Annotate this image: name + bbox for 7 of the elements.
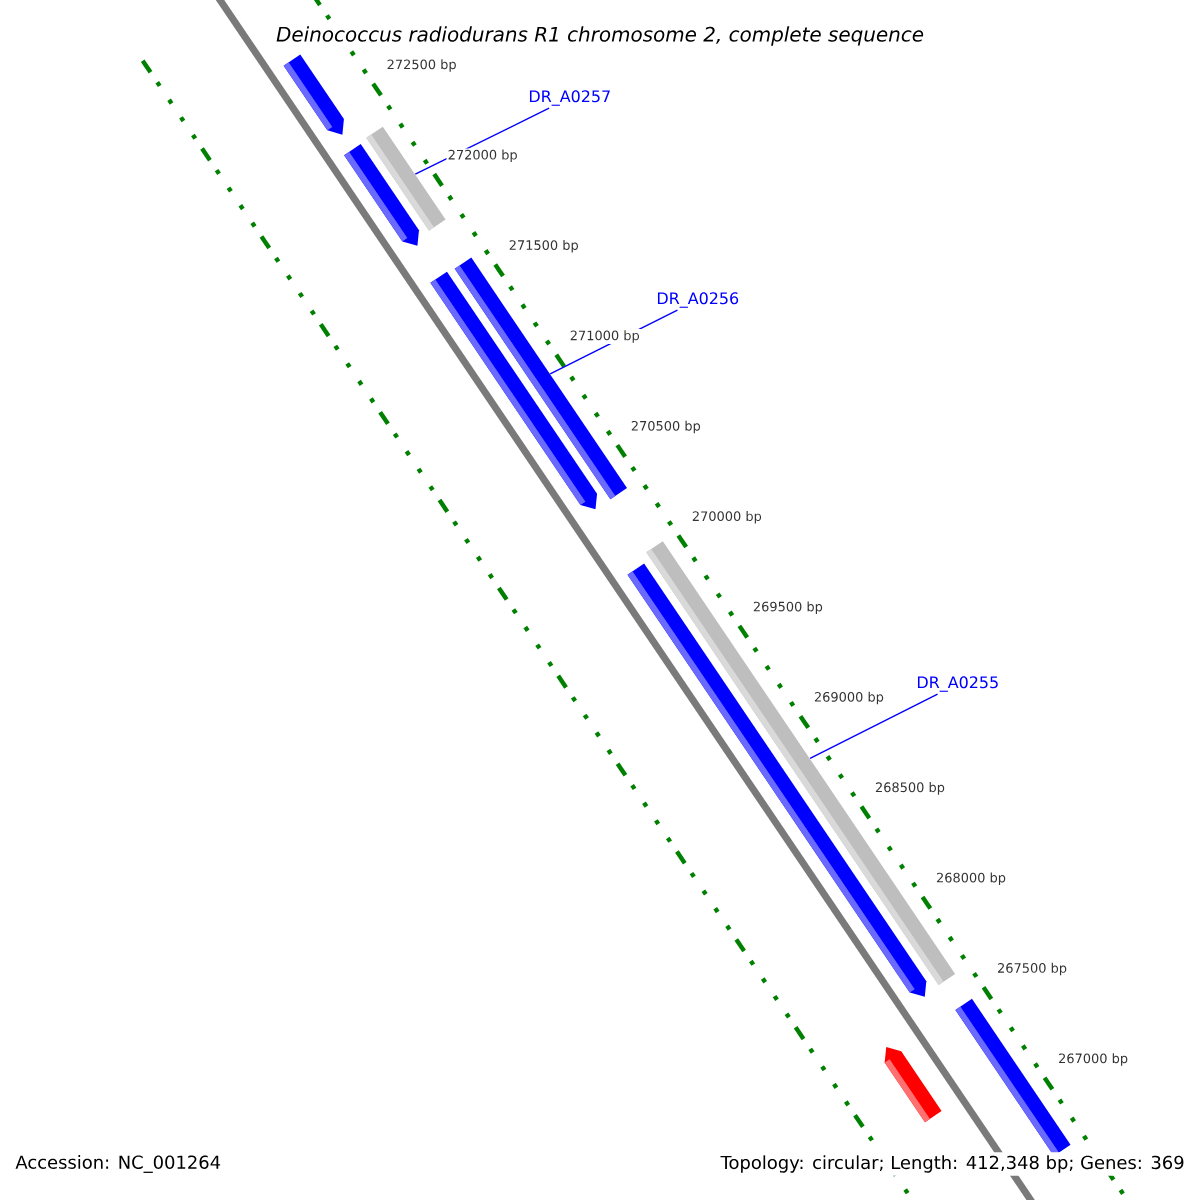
gene-feature	[283, 54, 344, 135]
leader-line	[809, 693, 939, 760]
accession-text: Accession: NC_001264	[12, 1152, 225, 1176]
title: Deinococcus radiodurans R1 chromosome 2, complete sequence	[272, 22, 928, 50]
gene-feature	[884, 1047, 942, 1123]
summary-text: Topology: circular; Length: 412,348 bp; Genes: 369	[717, 1152, 1188, 1176]
gene-feature	[366, 126, 446, 231]
